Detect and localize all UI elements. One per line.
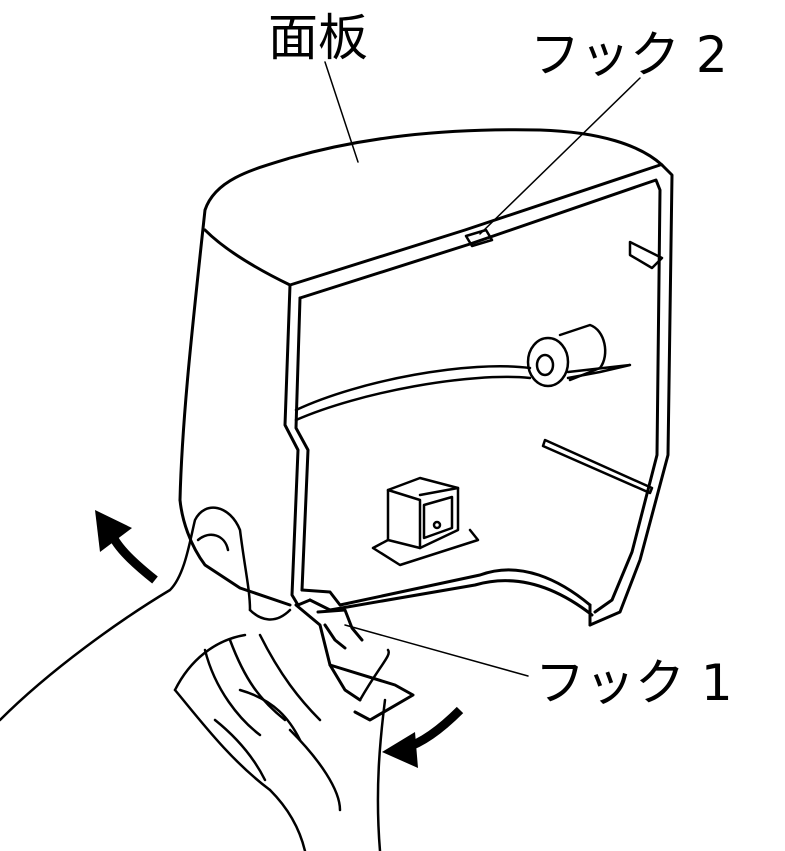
- hand-drawing: [0, 506, 390, 851]
- panel-leader-line: [324, 61, 359, 163]
- hook2-leader-line: [479, 77, 641, 235]
- hook1-label: フック 1: [535, 654, 733, 712]
- hook-2-tab: [464, 228, 494, 248]
- hook1-leader-line: [344, 624, 529, 677]
- hook-1-lever: [294, 603, 415, 722]
- panel-shell: [178, 128, 674, 627]
- panel-front-frame: [203, 163, 662, 627]
- bracket-block: [371, 476, 480, 567]
- curved-arrow-icon: [382, 706, 464, 768]
- hook2-label: フック 2: [530, 26, 728, 84]
- panel-interior: [294, 240, 664, 495]
- cylinder-boss: [526, 323, 632, 388]
- panel-label: 面板: [268, 9, 368, 67]
- leader-lines: [324, 61, 641, 677]
- curved-arrow-icon: [95, 510, 158, 584]
